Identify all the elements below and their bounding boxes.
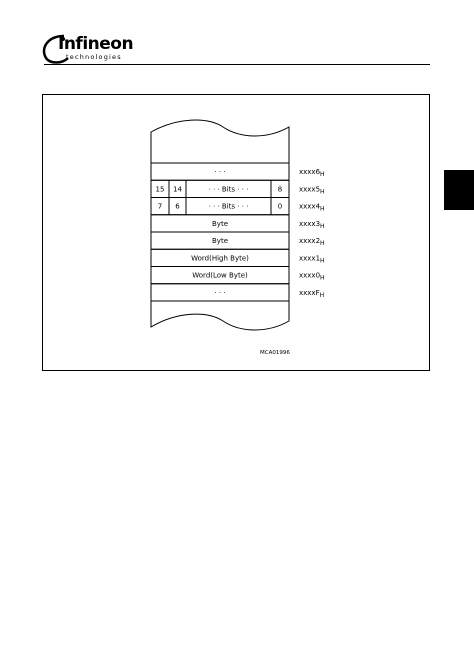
address-label: xxxx2H [299, 237, 325, 247]
top-break-wave [150, 119, 290, 164]
figure-id: MCA01996 [260, 350, 290, 356]
cell-label: · · · Bits · · · [209, 203, 249, 211]
cell-label: 0 [278, 203, 282, 211]
cell-label: · · · Bits · · · [209, 185, 249, 193]
figure-frame: · · · xxxx6H 15 14 · · · Bits · · · 8 xxxx5H 7 6… [42, 94, 430, 371]
memory-row: Byte xxxx3H [150, 214, 325, 233]
row-cell-box [150, 283, 290, 302]
cell-label: Word(Low Byte) [192, 272, 248, 280]
address-label: xxxx3H [299, 220, 325, 230]
infineon-logo: Infineon technologies [38, 30, 138, 70]
cell-label: 6 [175, 203, 180, 211]
address-label: xxxx6H [299, 168, 325, 178]
memory-row: 15 14 · · · Bits · · · 8 xxxx5H [150, 179, 325, 198]
bottom-break-wave [150, 300, 290, 331]
cell-label: Byte [212, 237, 228, 245]
cell-label: 7 [158, 203, 162, 211]
address-label: xxxx0H [299, 272, 325, 282]
cell-label: 8 [278, 185, 282, 193]
memory-row: Byte xxxx2H [150, 231, 325, 250]
cell-label: · · · [214, 168, 225, 176]
memory-row: · · · xxxxFH [150, 283, 324, 302]
memory-row: Word(Low Byte) xxxx0H [150, 266, 325, 285]
logo-name: Infineon [58, 34, 134, 54]
section-tab-marker [444, 170, 474, 210]
address-label: xxxx5H [299, 185, 325, 195]
address-label: xxxx1H [299, 254, 325, 264]
address-label: xxxx4H [299, 203, 325, 213]
logo-swoosh-icon [42, 34, 69, 64]
header-rule [44, 64, 430, 65]
memory-row: · · · xxxx6H [150, 162, 325, 181]
cell-label: 14 [173, 185, 182, 193]
memory-row: Word(High Byte) xxxx1H [150, 248, 325, 267]
cell-label: 15 [156, 185, 165, 193]
cell-label: Byte [212, 220, 228, 228]
cell-label: · · · [214, 289, 225, 297]
address-label: xxxxFH [299, 289, 324, 299]
memory-map-diagram: · · · xxxx6H 15 14 · · · Bits · · · 8 xxxx5H 7 6… [150, 119, 325, 356]
memory-row: 7 6 · · · Bits · · · 0 xxxx4H [150, 197, 325, 216]
logo-subtitle: technologies [66, 53, 122, 61]
cell-label: Word(High Byte) [191, 254, 249, 262]
